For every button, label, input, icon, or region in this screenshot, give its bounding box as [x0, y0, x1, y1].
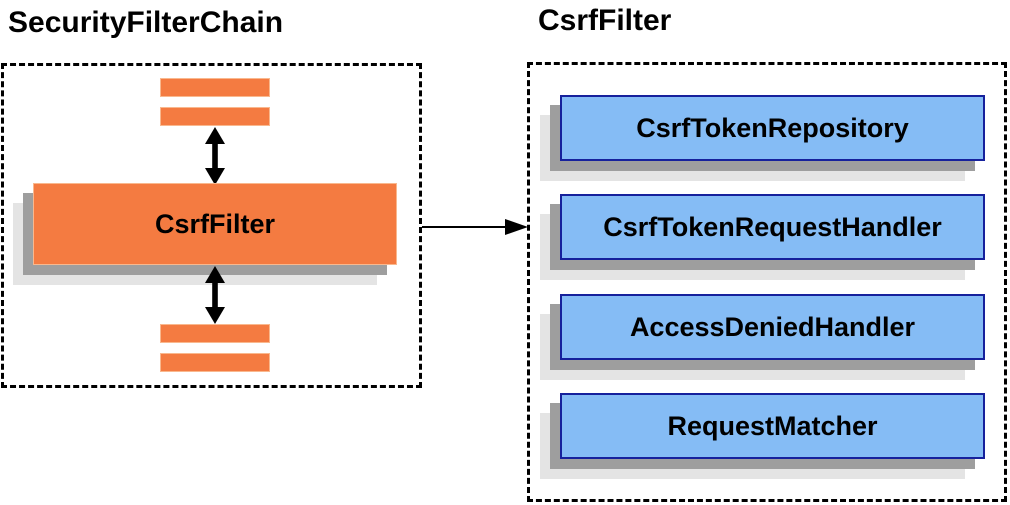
component-label: CsrfTokenRepository	[636, 112, 909, 143]
security-filter-chain-container	[1, 63, 422, 388]
up-down-arrow-icon	[205, 127, 225, 185]
csrf-filter-box-label: CsrfFilter	[154, 208, 276, 239]
security-filter-chain-title: SecurityFilterChain	[8, 6, 284, 39]
csrf-filter-box: CsrfFilter	[33, 183, 397, 265]
component-label: AccessDeniedHandler	[629, 311, 916, 342]
component-box-csrf-token-request-handler: CsrfTokenRequestHandler	[560, 194, 985, 260]
filter-chain-bar-bottom-2	[160, 353, 270, 372]
component-label: CsrfTokenRequestHandler	[603, 211, 942, 242]
component-label: RequestMatcher	[667, 410, 878, 441]
component-box-csrf-token-repository: CsrfTokenRepository	[560, 95, 985, 161]
filter-chain-bar-top-1	[160, 78, 270, 97]
component-box-access-denied-handler: AccessDeniedHandler	[560, 294, 985, 360]
filter-chain-bar-bottom-1	[160, 324, 270, 343]
filter-chain-bar-top-2	[160, 107, 270, 126]
right-arrow-icon	[422, 219, 528, 235]
up-down-arrow-icon	[205, 266, 225, 324]
component-box-request-matcher: RequestMatcher	[560, 393, 985, 459]
csrf-filter-container	[527, 62, 1007, 502]
csrf-filter-title: CsrfFilter	[538, 4, 672, 37]
